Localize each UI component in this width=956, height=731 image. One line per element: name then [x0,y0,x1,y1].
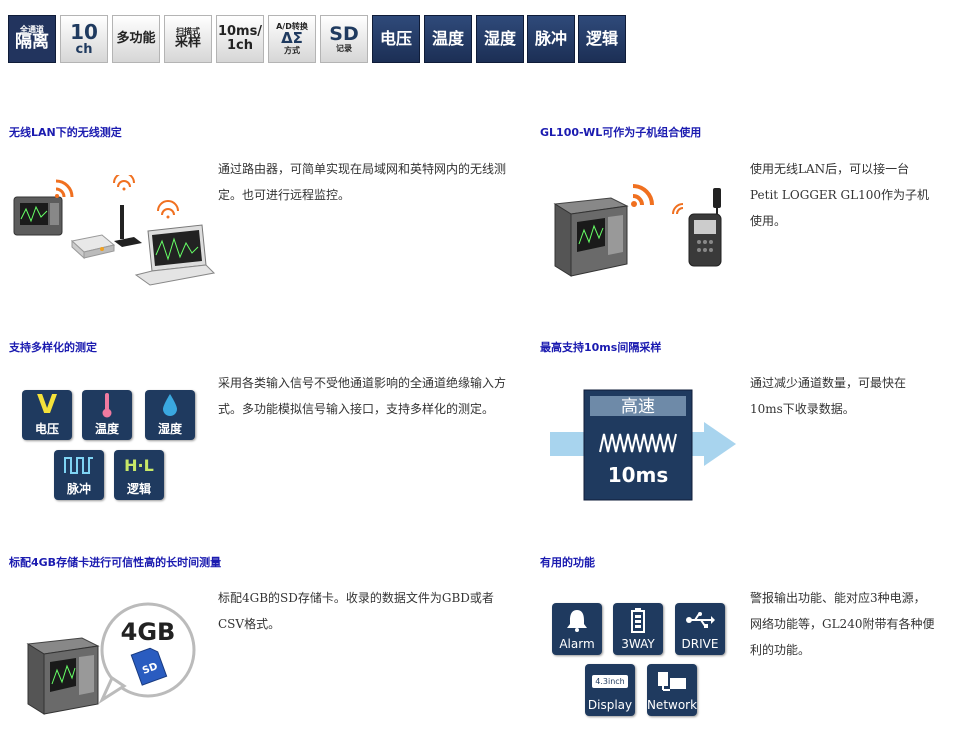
usb-icon [685,603,715,637]
sd-card-illustration: 4GB SD [26,602,196,715]
functions-section-description: 警报输出功能、能对应3种电源，网络功能等，GL240附带有各种便利的功能。 [750,591,935,657]
network-icon [656,664,688,698]
drive-tile: DRIVE [675,603,725,655]
badge-speed: 10ms/ 1ch [216,15,264,63]
panel-top-label: 高速 [621,397,655,417]
slave-section-description: 使用无线LAN后，可以接一台Petit LOGGER GL100作为子机使用。 [750,162,929,228]
badge-humidity: 湿度 [476,15,524,63]
logic-glyph-icon: H·L [124,455,154,475]
bell-icon [566,603,588,637]
wifi-icon [157,200,179,219]
alarm-tile: Alarm [552,603,602,655]
badge-speed-top: 10ms/ [217,24,263,40]
badge-sd-main: SD [329,22,359,45]
badge-ad: A/D转换 ΔΣ 方式 [268,15,316,63]
alarm-tile-label: Alarm [559,637,595,651]
wifi-icon [672,203,684,215]
logic-tile: H·L 逻辑 [114,450,164,500]
display-tile-label: Display [587,698,633,712]
humidity-tile-label: 湿度 [157,422,182,436]
wifi-icon [55,179,74,198]
badge-sd-bottom: 记录 [336,43,352,53]
threeway-tile-label: 3WAY [621,637,655,651]
slave-section-title: GL100-WL可作为子机组合使用 [540,126,702,139]
badge-multifunction: 多功能 [112,15,160,63]
screen-size-label: 4.3inch [592,674,628,688]
sd-capacity-label: 4GB [121,618,176,646]
antenna-icon [114,205,142,247]
logger-device-icon [553,197,629,277]
pulse-wave-icon [64,450,94,480]
badge-temperature: 温度 [424,15,472,63]
badge-ad-main: ΔΣ [281,29,303,48]
thermometer-icon [101,390,113,420]
drive-tile-label: DRIVE [681,637,719,651]
high-speed-sampling-illustration: 高速 10ms [550,389,736,501]
sd-card-icon: SD [130,647,168,686]
screen-icon: 4.3inch [592,664,628,698]
badge-scan: 扫描式 采样 [164,15,212,63]
sampling-section-title: 最高支持10ms间隔采样 [540,341,662,354]
badge-ad-top: A/D转换 [276,21,308,31]
functions-section-title: 有用的功能 [540,556,595,569]
badge-speed-bottom: 1ch [226,38,253,53]
network-tile-label: Network [646,698,698,712]
threeway-tile: 3WAY [613,603,663,655]
router-icon [70,234,116,260]
wireless-network-illustration [13,175,215,286]
badge-voltage: 电压 [372,15,420,63]
panel-bottom-label: 10ms [608,463,669,487]
sdcard-section-title: 标配4GB存储卡进行可信性高的长时间测量 [9,556,222,569]
badge-isolation: 全通道 隔离 [8,15,56,63]
sd-card-label: SD [141,661,159,677]
wireless-section-description: 通过路由器，可简单实现在局域网和英特网内的无线测定。也可进行远程监控。 [218,162,507,202]
badge-scan-top: 扫描式 [176,26,200,36]
voltage-tile: V 电压 [22,390,72,440]
wifi-icon [113,175,135,191]
multi-section-description: 采用各类输入信号不受他通道影响的全通道绝缘输入方式。多功能模拟信号输入接口，支持… [218,376,507,416]
badge-multifunction-label: 多功能 [116,31,156,47]
badge-ad-bottom: 方式 [284,45,300,55]
voltage-tile-label: 电压 [34,422,59,436]
logic-tile-label: 逻辑 [126,482,151,496]
badge-channels: 10 ch [60,15,108,63]
laptop-icon [134,224,215,286]
slave-unit-illustration [553,184,722,277]
badge-pulse: 脉冲 [527,15,575,63]
pulse-tile-label: 脉冲 [66,482,91,496]
wave-icon [599,433,677,453]
voltage-glyph-icon: V [36,390,58,420]
temperature-tile-label: 温度 [94,422,119,436]
sdcard-section-description: 标配4GB的SD存储卡。收录的数据文件为GBD或者CSV格式。 [218,591,494,631]
badge-logic: 逻辑 [578,15,626,63]
pulse-tile: 脉冲 [54,450,104,500]
badge-isolation-main: 隔离 [15,32,49,53]
badge-isolation-top: 全通道 [20,24,44,34]
sampling-section-description: 通过减少通道数量，可最快在10ms下收录数据。 [750,376,907,416]
multi-section-title: 支持多样化的测定 [9,341,97,354]
temperature-tile: 温度 [82,390,132,440]
water-drop-icon [162,390,178,420]
network-tile: Network [647,664,697,716]
logger-device-icon [13,196,63,236]
badge-scan-main: 采样 [174,35,201,51]
display-tile: 4.3inch Display [585,664,635,716]
gl100-handheld-icon [688,188,722,267]
logger-device-icon [26,637,100,715]
badge-channels-unit: ch [75,41,93,57]
badge-sd: SD 记录 [320,15,368,63]
humidity-tile: 湿度 [145,390,195,440]
wireless-section-title: 无线LAN下的无线测定 [9,126,122,139]
badge-channels-num: 10 [70,19,98,44]
wifi-icon [631,184,654,207]
battery-icon [630,603,646,637]
